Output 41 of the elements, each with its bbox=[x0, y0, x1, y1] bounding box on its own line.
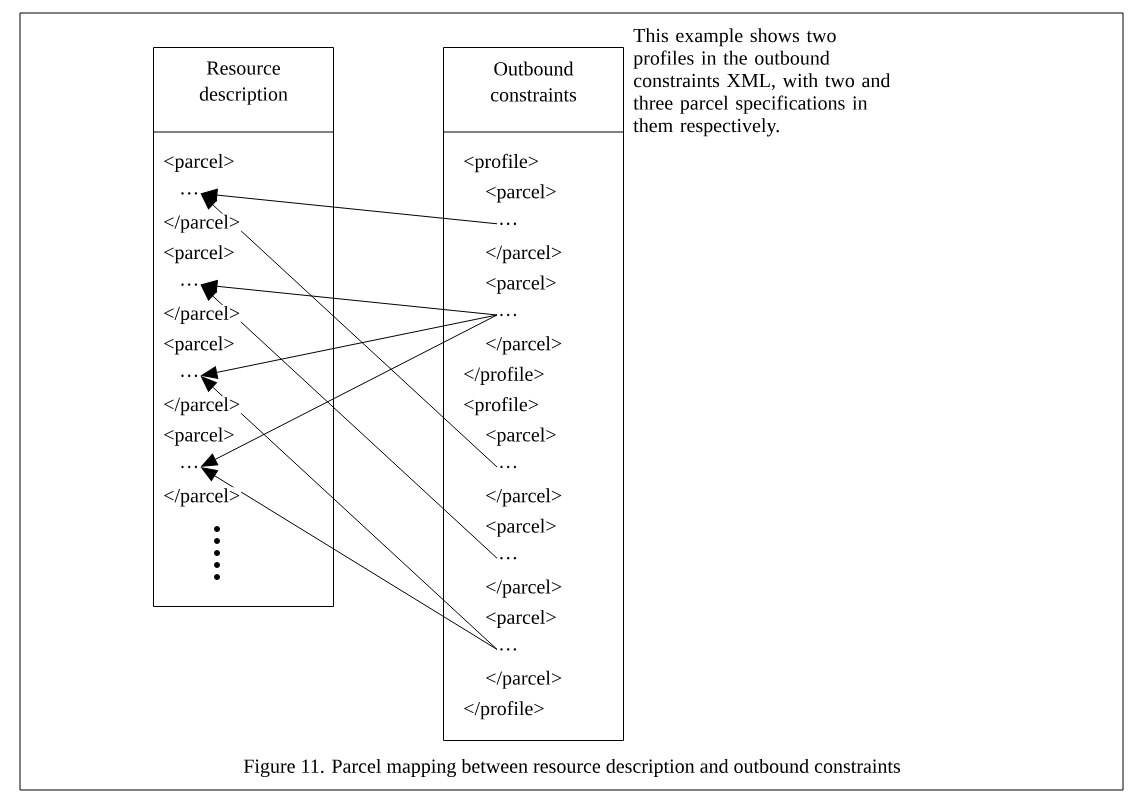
tag-text: <parcel> bbox=[162, 244, 236, 265]
arrow bbox=[201, 314, 498, 379]
caption: Figure 11. Parcel mapping between resource description and outbound constraints bbox=[243, 758, 901, 778]
tag-text: <parcel> bbox=[484, 608, 558, 630]
tag-text: <parcel> bbox=[484, 183, 558, 204]
tag-text: <parcel> bbox=[162, 152, 236, 174]
ellipsis-text: … bbox=[500, 313, 517, 317]
ellipsis-text: … bbox=[181, 465, 198, 469]
tag-text: </parcel> bbox=[162, 396, 242, 417]
tag-text: </profile> bbox=[462, 365, 546, 386]
ellipsis-text: … bbox=[181, 374, 198, 377]
tag-text: <profile> bbox=[462, 152, 541, 174]
ellipsis-text: … bbox=[500, 648, 517, 651]
tag-text: </parcel> bbox=[484, 244, 564, 265]
tag-text: </parcel> bbox=[162, 213, 242, 234]
tag-text: </profile> bbox=[462, 700, 546, 721]
arrow bbox=[201, 279, 498, 316]
tag-text: </parcel> bbox=[484, 669, 564, 690]
ellipsis-text: … bbox=[500, 222, 517, 225]
tag-text: <parcel> bbox=[484, 426, 558, 447]
ellipsis-text: … bbox=[500, 557, 517, 560]
tag-text: </parcel> bbox=[484, 487, 564, 508]
ellipsis-text: … bbox=[181, 192, 198, 195]
arrow bbox=[201, 314, 498, 467]
tag-text: </parcel> bbox=[484, 578, 564, 599]
ellipsis-text: … bbox=[500, 465, 517, 469]
tag-text: <parcel> bbox=[162, 335, 236, 356]
arrow bbox=[200, 285, 498, 559]
arrow bbox=[201, 467, 498, 650]
tag-text: </parcel> bbox=[484, 335, 564, 356]
tag-text: <parcel> bbox=[162, 426, 236, 447]
tag-text: </parcel> bbox=[162, 304, 242, 326]
tag-text: </parcel> bbox=[162, 487, 242, 508]
tag-text: <parcel> bbox=[484, 274, 558, 295]
arrow bbox=[201, 188, 498, 225]
arrow bbox=[200, 376, 498, 650]
note-text: This example shows two profiles in the outbound constraints XML, with two and three parcel specifications in them respectively. bbox=[633, 28, 891, 137]
arrow bbox=[200, 193, 498, 468]
tag-text: <profile> bbox=[462, 396, 541, 417]
ellipsis-text: … bbox=[181, 283, 198, 286]
tag-text: <parcel> bbox=[484, 517, 558, 538]
